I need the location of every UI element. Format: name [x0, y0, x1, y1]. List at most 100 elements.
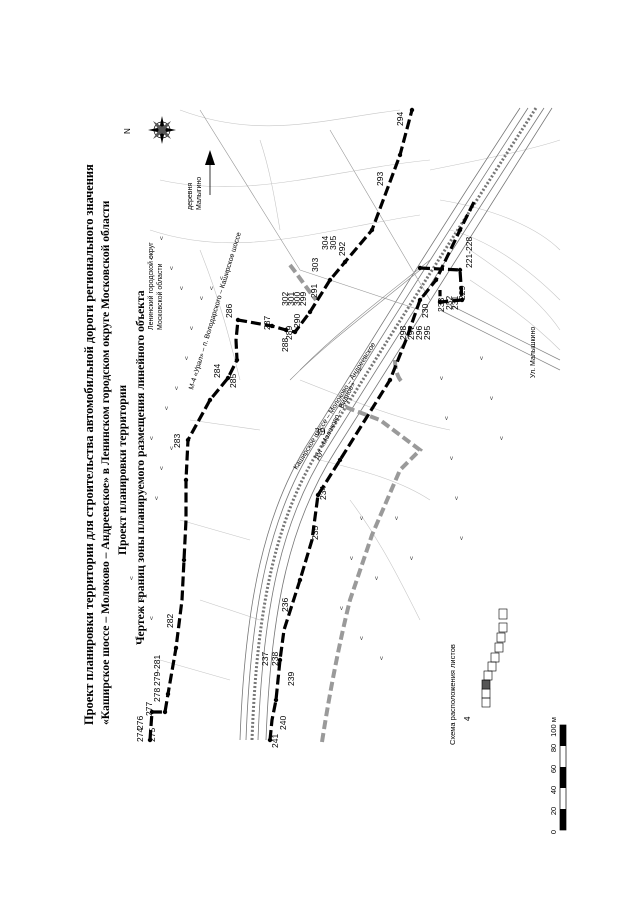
boundary-vertex	[277, 657, 283, 663]
road-malyshkino-label: Ул. Малышкино	[530, 327, 537, 378]
boundary-vertex	[273, 697, 279, 703]
point-label-294: 294	[395, 112, 405, 126]
vegetation-mark: v	[445, 416, 448, 422]
vegetation-mark: v	[380, 656, 383, 662]
vegetation-mark: v	[170, 266, 173, 272]
point-label-302: 302	[280, 292, 290, 306]
boundary-vertex	[307, 309, 313, 315]
point-label-278: 278	[152, 688, 162, 702]
key-map: Схема расположения листов 4	[448, 608, 508, 745]
vegetation-mark: v	[395, 516, 398, 522]
boundary-vertex	[269, 323, 275, 329]
scale-tick-label: 100 м	[549, 717, 558, 737]
vegetation-mark: v	[375, 576, 378, 582]
point-label-286: 286	[224, 304, 234, 318]
vegetation-mark: v	[200, 296, 203, 302]
boundary-vertex	[207, 397, 213, 403]
point-label-299: 299	[298, 292, 308, 306]
vegetation-mark: v	[450, 456, 453, 462]
point-label-289: 289	[284, 326, 294, 340]
point-label-298: 298	[398, 326, 408, 340]
vegetation-mark: v	[160, 466, 163, 472]
boundary-vertex	[173, 645, 179, 651]
north-label: N	[123, 128, 132, 134]
boundary-vertex	[183, 477, 189, 483]
point-label-284: 284	[212, 364, 222, 378]
point-label-287: 287	[262, 316, 272, 330]
vegetation-mark: v	[150, 436, 153, 442]
point-label-292: 292	[337, 242, 347, 256]
boundary-vertex	[459, 297, 465, 303]
compass-rose: N	[123, 116, 176, 144]
boundary-vertex	[457, 267, 463, 273]
vegetation-mark: v	[490, 396, 493, 402]
point-label-240: 240	[278, 716, 288, 730]
scale-tick-label: 0	[549, 830, 558, 834]
point-label-274: 274	[135, 728, 145, 742]
boundary-vertex	[185, 437, 191, 443]
vegetation-mark: v	[140, 596, 143, 602]
point-label-291: 291	[309, 284, 319, 298]
point-label-293: 293	[375, 172, 385, 186]
vegetation-mark: v	[165, 406, 168, 412]
point-label-303: 303	[310, 258, 320, 272]
vegetation-mark: v	[455, 496, 458, 502]
point-label-221-228: 221-228	[464, 237, 474, 268]
title-line-1: Проект планировки территории для строите…	[82, 164, 96, 725]
boundary-vertex	[417, 297, 423, 303]
vegetation-mark: v	[460, 536, 463, 542]
boundary-vertex	[292, 329, 298, 335]
boundary-vertex	[165, 691, 171, 697]
boundary-vertex	[327, 277, 333, 283]
boundary-vertex	[162, 709, 168, 715]
vegetation-mark: v	[150, 616, 153, 622]
vegetation-mark: v	[210, 286, 213, 292]
vegetation-mark: v	[155, 496, 158, 502]
boundary-vertex	[147, 737, 153, 743]
boundary-vertex	[149, 709, 155, 715]
boundary-vertex	[409, 107, 415, 113]
vegetation-mark: v	[440, 376, 443, 382]
point-label-236: 236	[280, 598, 290, 612]
boundary-vertex	[234, 357, 240, 363]
scale-tick-label: 40	[549, 786, 558, 794]
scale-tick-label: 80	[549, 744, 558, 752]
vegetation-mark: v	[350, 556, 353, 562]
point-label-300: 300	[292, 292, 302, 306]
scale-tick-label: 20	[549, 807, 558, 815]
point-label-241: 241	[270, 734, 280, 748]
boundary-vertex	[297, 577, 303, 583]
vegetation-mark: v	[190, 326, 193, 332]
highway-corridor	[199, 107, 561, 741]
point-label-233: 233	[436, 298, 446, 312]
boundary-vertex	[457, 227, 463, 233]
vegetation-mark: v	[185, 356, 188, 362]
secondary-boundary	[288, 263, 424, 743]
title-line-3: Проект планировки территории	[116, 384, 129, 555]
boundary-vertex	[225, 375, 231, 381]
boundary-vertex	[437, 299, 443, 305]
vegetation-mark: v	[480, 356, 483, 362]
point-label-279-281: 279-281	[152, 655, 162, 686]
boundary-vertex	[267, 737, 273, 743]
boundary-vertex	[315, 492, 321, 498]
vegetation-mark: v	[360, 516, 363, 522]
point-label-238: 238	[270, 652, 280, 666]
vegetation-mark: v	[500, 436, 503, 442]
vegetation-mark: v	[130, 576, 133, 582]
key-map-title: Схема расположения листов	[448, 644, 457, 745]
boundary-vertex	[417, 265, 423, 271]
vegetation-mark: v	[175, 386, 178, 392]
vegetation-mark: v	[135, 636, 138, 642]
point-label-297: 297	[406, 326, 416, 340]
boundary-vertex	[235, 317, 241, 323]
boundary-vertex	[397, 152, 403, 158]
boundary-vertex	[283, 327, 289, 333]
point-label-282: 282	[165, 614, 175, 628]
vegetation-mark: v	[410, 556, 413, 562]
boundary-vertex	[181, 557, 187, 563]
